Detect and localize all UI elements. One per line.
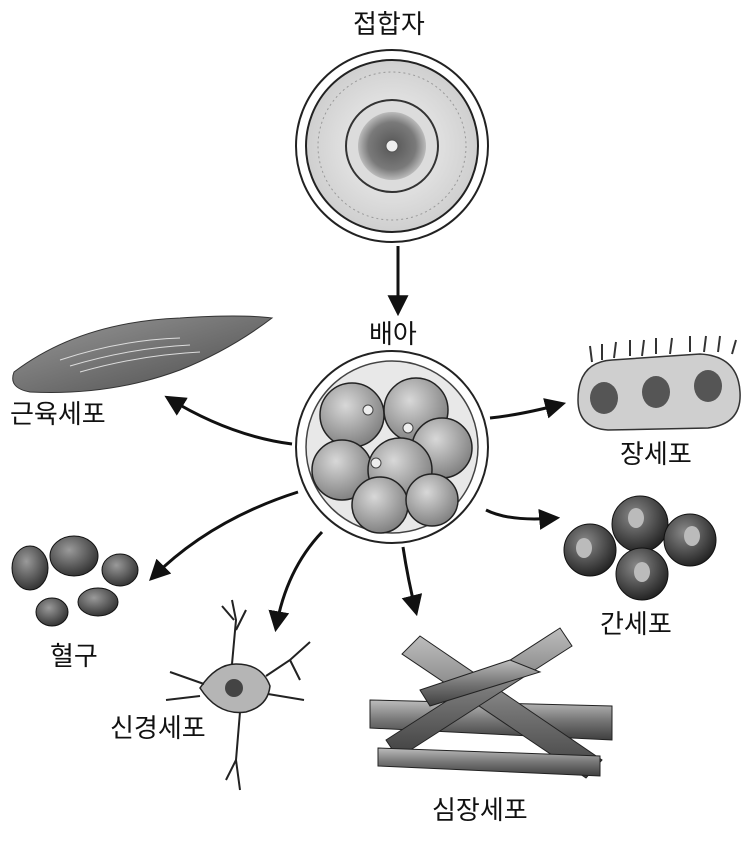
arrow-to-nerve <box>276 532 322 628</box>
intestine-cell-illustration <box>578 336 740 430</box>
heart-cell-label: 심장세포 <box>432 790 528 827</box>
intestine-cell-label: 장세포 <box>620 434 692 471</box>
arrow-to-muscle <box>168 398 292 444</box>
arrow-to-blood <box>152 492 298 578</box>
liver-cell-illustration <box>564 496 716 600</box>
embryo-label: 배아 <box>369 314 417 351</box>
zygote-illustration <box>296 50 488 242</box>
nerve-cell-label: 신경세포 <box>110 708 206 745</box>
blood-cell-illustration <box>12 536 138 626</box>
arrow-to-heart <box>403 547 416 612</box>
nerve-cell-illustration <box>166 600 310 790</box>
zygote-label: 접합자 <box>353 4 425 41</box>
blood-cell-label: 혈구 <box>50 636 98 673</box>
embryo-illustration <box>296 351 488 543</box>
heart-cell-illustration <box>370 628 612 778</box>
muscle-cell-label: 근육세포 <box>10 394 106 431</box>
liver-cell-label: 간세포 <box>600 604 672 641</box>
arrow-to-intestine <box>490 404 562 418</box>
arrow-to-liver <box>486 510 556 519</box>
muscle-cell-illustration <box>13 316 272 393</box>
